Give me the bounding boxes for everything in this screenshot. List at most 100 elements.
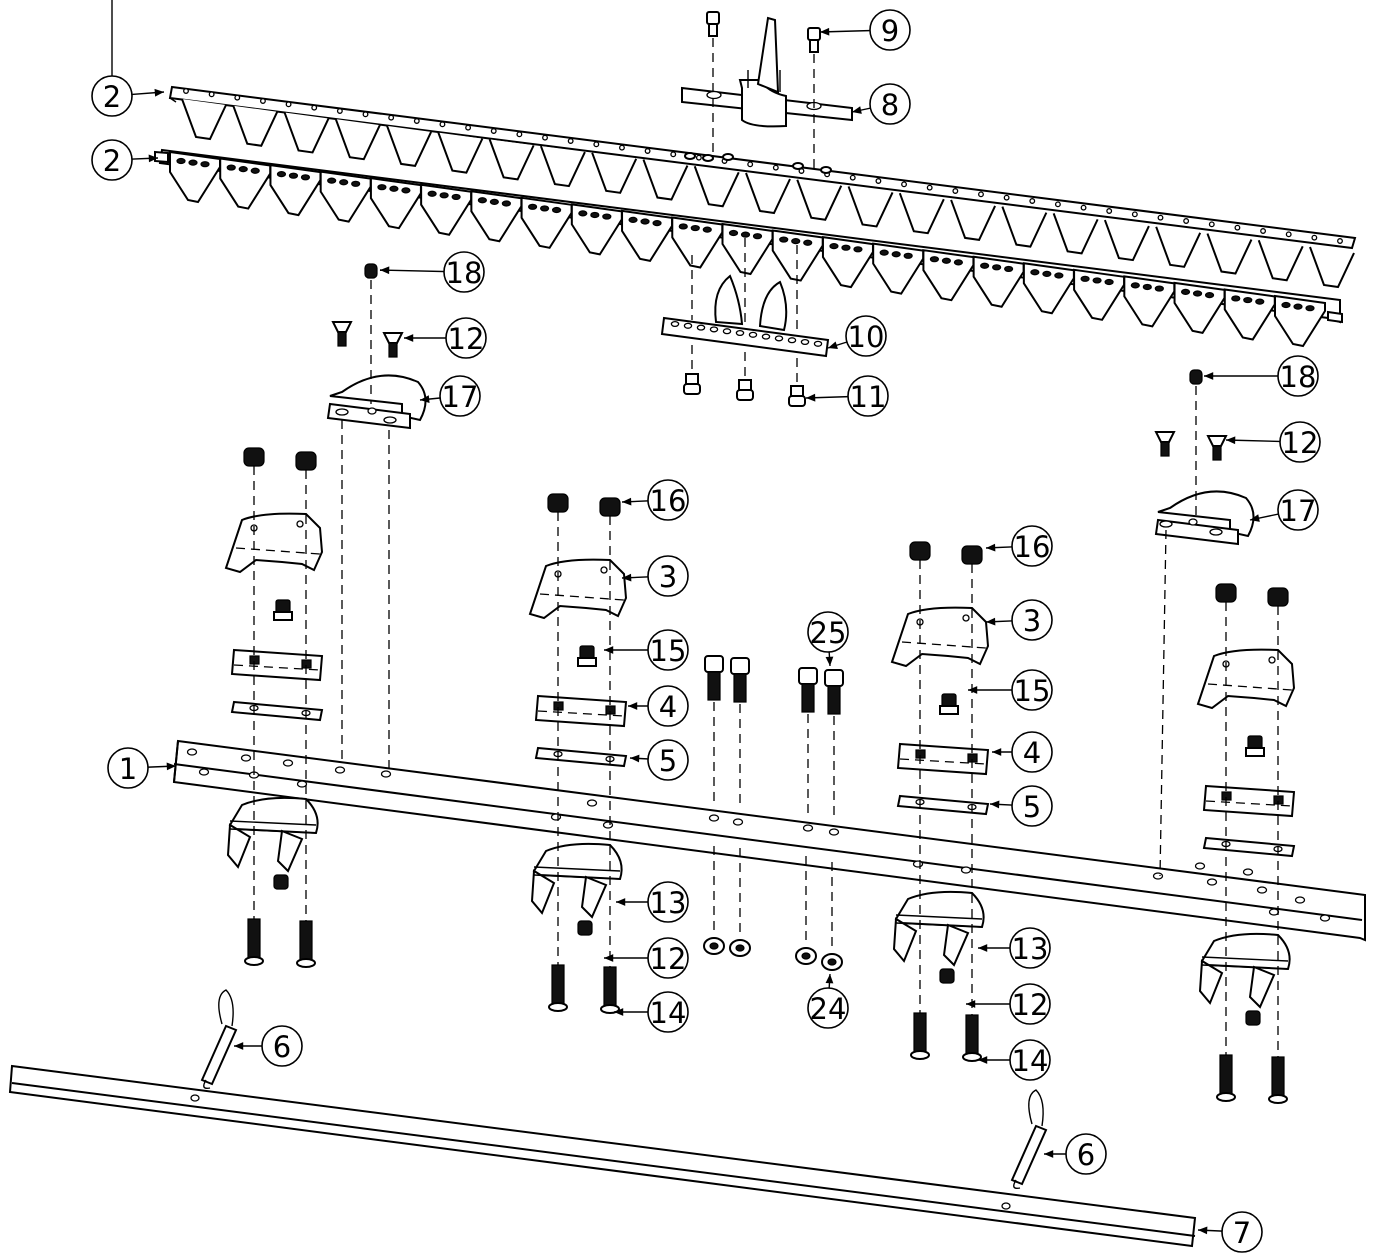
screw-12 bbox=[939, 968, 955, 984]
knife-tooth bbox=[1206, 233, 1253, 275]
clip-hole bbox=[800, 338, 810, 346]
flat-head-screw-12 bbox=[1206, 435, 1228, 461]
carriage-bolt-14 bbox=[548, 964, 568, 1012]
balloon-circle bbox=[1009, 1039, 1051, 1081]
bar-hole bbox=[1285, 231, 1292, 238]
balloon-6: 6 bbox=[234, 1025, 303, 1067]
sickle-section bbox=[520, 196, 573, 249]
sickle-section bbox=[872, 242, 925, 295]
bar-hole bbox=[875, 178, 882, 184]
balloon-label: 5 bbox=[1023, 790, 1041, 824]
cap-screw-9b bbox=[807, 27, 821, 53]
balloon-1: 1 bbox=[107, 747, 177, 789]
rivet bbox=[702, 154, 714, 162]
clip-hole bbox=[696, 324, 706, 331]
bar-hole bbox=[413, 118, 420, 124]
bar-hole bbox=[593, 141, 600, 148]
bar-hole bbox=[550, 813, 562, 821]
clip-hole bbox=[761, 333, 771, 340]
carriage-bolt-14 bbox=[296, 920, 316, 968]
bar-hole bbox=[670, 151, 677, 158]
knife-head-clip bbox=[660, 238, 830, 407]
balloon-label: 16 bbox=[1014, 530, 1051, 564]
guard-plate-3 bbox=[224, 512, 324, 574]
carriage-bolt-14 bbox=[244, 918, 264, 966]
spring-pin-6b bbox=[1010, 1089, 1048, 1190]
bar-hole bbox=[828, 828, 840, 836]
bar-hole bbox=[1208, 221, 1215, 228]
balloon-18: 18 bbox=[379, 251, 485, 293]
knife-tooth bbox=[796, 179, 843, 221]
bar-hole bbox=[1152, 872, 1164, 880]
balloon-circle bbox=[1009, 927, 1051, 969]
bar-hole bbox=[952, 188, 959, 194]
sickle-section bbox=[1223, 288, 1276, 341]
guide-bracket-assembly bbox=[681, 11, 853, 172]
balloon-circle bbox=[647, 555, 689, 597]
sickle-section bbox=[1073, 268, 1126, 321]
clip-hole bbox=[774, 335, 784, 342]
bar-hole bbox=[732, 818, 744, 826]
bar-hole bbox=[1106, 208, 1113, 214]
sickle-section bbox=[470, 190, 523, 243]
lower-sickle-bar bbox=[154, 148, 1343, 348]
nut-16 bbox=[1267, 587, 1289, 607]
balloon-25: 25 bbox=[807, 611, 849, 667]
socket-bolt-25 bbox=[798, 667, 818, 713]
sickle-section bbox=[269, 163, 322, 217]
knife-tooth bbox=[232, 105, 279, 147]
bar-hole bbox=[1206, 878, 1218, 886]
sickle-section bbox=[1274, 294, 1326, 348]
bar-hole bbox=[849, 174, 856, 181]
knife-tooth bbox=[898, 192, 945, 235]
bar-hole bbox=[362, 111, 369, 118]
bar-hole bbox=[282, 759, 294, 767]
balloon-circle bbox=[647, 991, 689, 1033]
balloon-14: 14 bbox=[978, 1039, 1051, 1081]
socket-bolt-25 bbox=[730, 657, 750, 703]
hold-down-clamp-17b bbox=[1154, 369, 1255, 877]
balloon-label: 14 bbox=[1012, 1044, 1049, 1078]
balloon-3: 3 bbox=[985, 599, 1053, 641]
hold-down-clamp-17a bbox=[326, 263, 427, 770]
balloon-label: 16 bbox=[650, 484, 687, 518]
knife-tooth bbox=[181, 98, 227, 141]
carriage-bolt-14 bbox=[910, 1012, 930, 1060]
bar-hole bbox=[1194, 862, 1206, 870]
bar-hole bbox=[183, 88, 189, 94]
bar-hole bbox=[1054, 201, 1061, 208]
screw-12 bbox=[1245, 1010, 1261, 1026]
balloon-17: 17 bbox=[1249, 489, 1319, 531]
sickle-section bbox=[1123, 275, 1176, 328]
bar-hole bbox=[240, 754, 252, 762]
bar-hole bbox=[1131, 211, 1138, 218]
bar-hole bbox=[695, 154, 702, 161]
socket-bolt-25 bbox=[704, 655, 724, 701]
sickle-section bbox=[219, 157, 272, 210]
bar-hole bbox=[901, 181, 907, 188]
balloon-8: 8 bbox=[851, 83, 911, 125]
balloon-circle bbox=[1221, 1211, 1263, 1253]
angle-bar bbox=[8, 1064, 1197, 1248]
knife-tooth bbox=[693, 165, 740, 208]
rivet bbox=[820, 166, 832, 174]
balloon-circle bbox=[869, 83, 911, 125]
balloon-circle bbox=[439, 375, 481, 417]
balloon-15: 15 bbox=[968, 669, 1053, 711]
knife-tooth bbox=[950, 199, 996, 242]
knife-tooth bbox=[591, 152, 638, 194]
balloon-14: 14 bbox=[614, 991, 689, 1033]
balloon-label: 18 bbox=[1280, 360, 1317, 394]
bar-hole bbox=[380, 770, 392, 778]
center-bolts bbox=[703, 655, 844, 971]
flat-head-screw-12 bbox=[1154, 431, 1176, 457]
balloon-circle bbox=[261, 1025, 303, 1067]
lower-guard-13 bbox=[894, 890, 985, 929]
balloon-circle bbox=[807, 611, 849, 653]
clip-hole bbox=[813, 340, 823, 347]
balloon-circle bbox=[869, 9, 911, 51]
bar-hole bbox=[978, 191, 984, 198]
bar-hole bbox=[186, 748, 198, 756]
guard-plate-3 bbox=[890, 606, 990, 668]
main-cutter-bar bbox=[172, 739, 1366, 942]
